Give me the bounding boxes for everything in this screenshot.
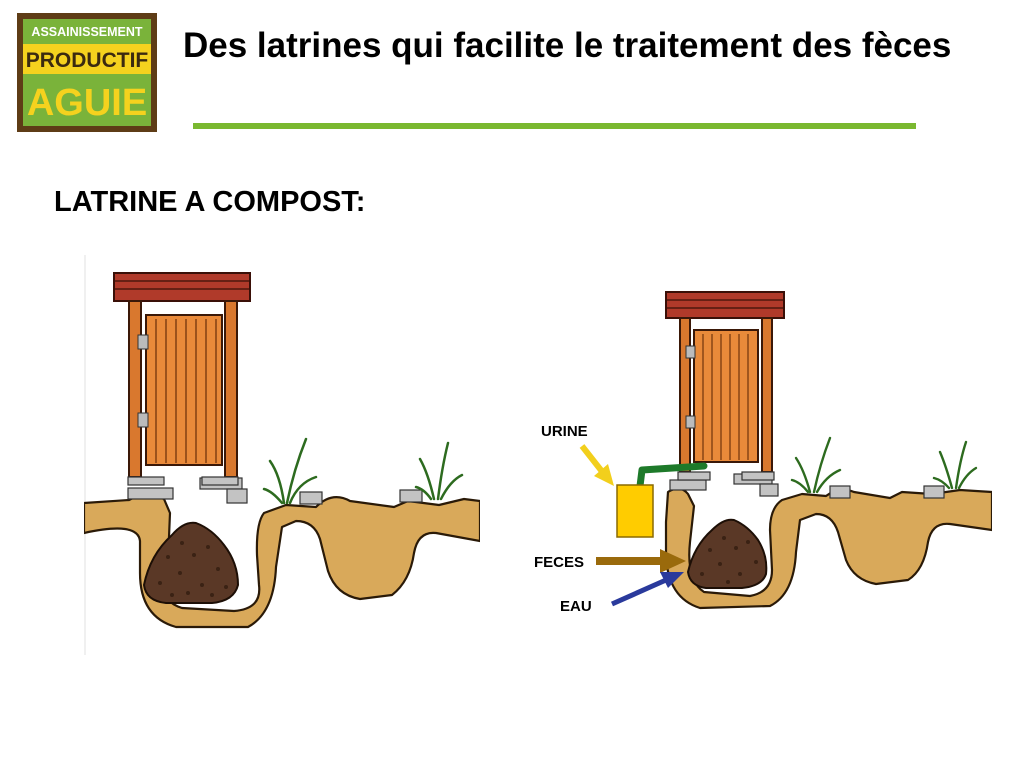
plant: [414, 441, 464, 501]
compost-latrine-illustration: [84, 255, 480, 655]
plant: [262, 437, 318, 505]
door: [145, 314, 223, 466]
slide-title: Des latrines qui facilite le traitement …: [183, 26, 952, 65]
title-underline: [193, 123, 916, 129]
compost-pile: [142, 521, 240, 604]
compost-pile: [686, 518, 768, 589]
assainissement-productif-aguie-logo: ASSAINISSEMENT PRODUCTIF AGUIE: [17, 13, 157, 132]
plant: [790, 436, 842, 494]
roof: [665, 291, 785, 319]
feces-label: FECES: [534, 554, 584, 571]
eau-label: EAU: [560, 598, 592, 615]
plant: [932, 440, 978, 490]
urine-pipe: [636, 462, 708, 490]
soil: [664, 487, 992, 610]
urine-label: URINE: [541, 423, 588, 440]
door: [693, 329, 759, 463]
urine-arrow: [579, 444, 607, 476]
section-heading: LATRINE A COMPOST:: [54, 186, 366, 218]
roof: [113, 272, 251, 302]
logo-line-1: ASSAINISSEMENT: [31, 25, 142, 39]
urine-container: [616, 484, 654, 538]
logo-line-2: PRODUCTIF: [26, 49, 149, 72]
logo-line-3: AGUIE: [27, 82, 147, 124]
eau-arrow: [610, 577, 668, 607]
annotated-compost-latrine-diagram: URINE FECES EAU: [534, 280, 992, 640]
